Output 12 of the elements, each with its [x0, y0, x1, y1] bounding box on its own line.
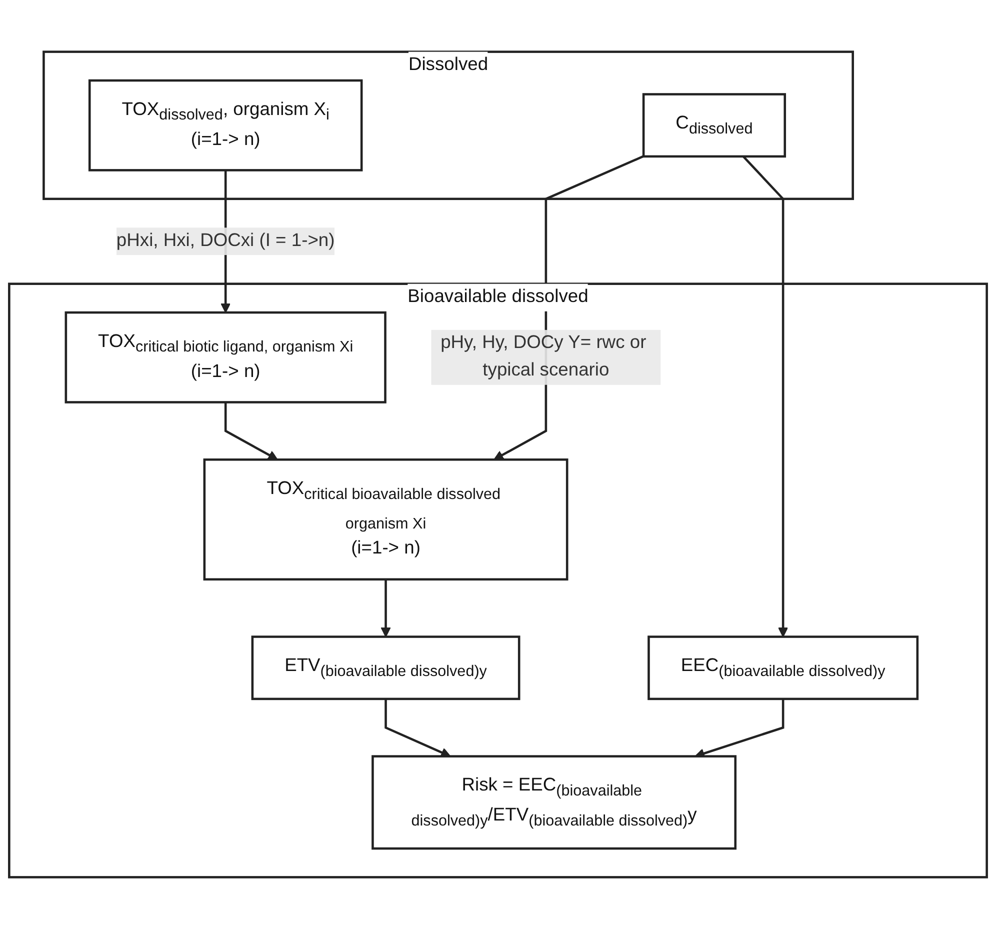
arrow	[380, 579, 391, 638]
node-box: C$_{dissolved}$	[642, 93, 786, 158]
arrow	[224, 402, 278, 460]
edge-label: pHxi, Hxi, DOCxi (I = 1->n)	[116, 231, 335, 251]
node-box: Risk = EEC$_{(bioavailable}$ $_{dissolved)y}$/ETV$_{(bioavailable dissolved)}$y	[372, 755, 737, 850]
node-box: TOX$_{dissolved}$, organism X$_{i}$ (i=1-> n)	[88, 79, 363, 172]
node-box: TOX$_{critical biotic ligand, organism Xi}$ (i=1-> n)	[64, 311, 386, 404]
edge-label: pHy, Hy, DOCy Y= rwc or typical scenario	[440, 333, 646, 380]
node-box: ETV$_{(bioavailable dissolved)y}$	[251, 636, 520, 700]
arrow	[384, 698, 451, 758]
node-box: EEC$_{(bioavailable dissolved)y}$	[648, 636, 919, 700]
arrow	[742, 156, 788, 638]
